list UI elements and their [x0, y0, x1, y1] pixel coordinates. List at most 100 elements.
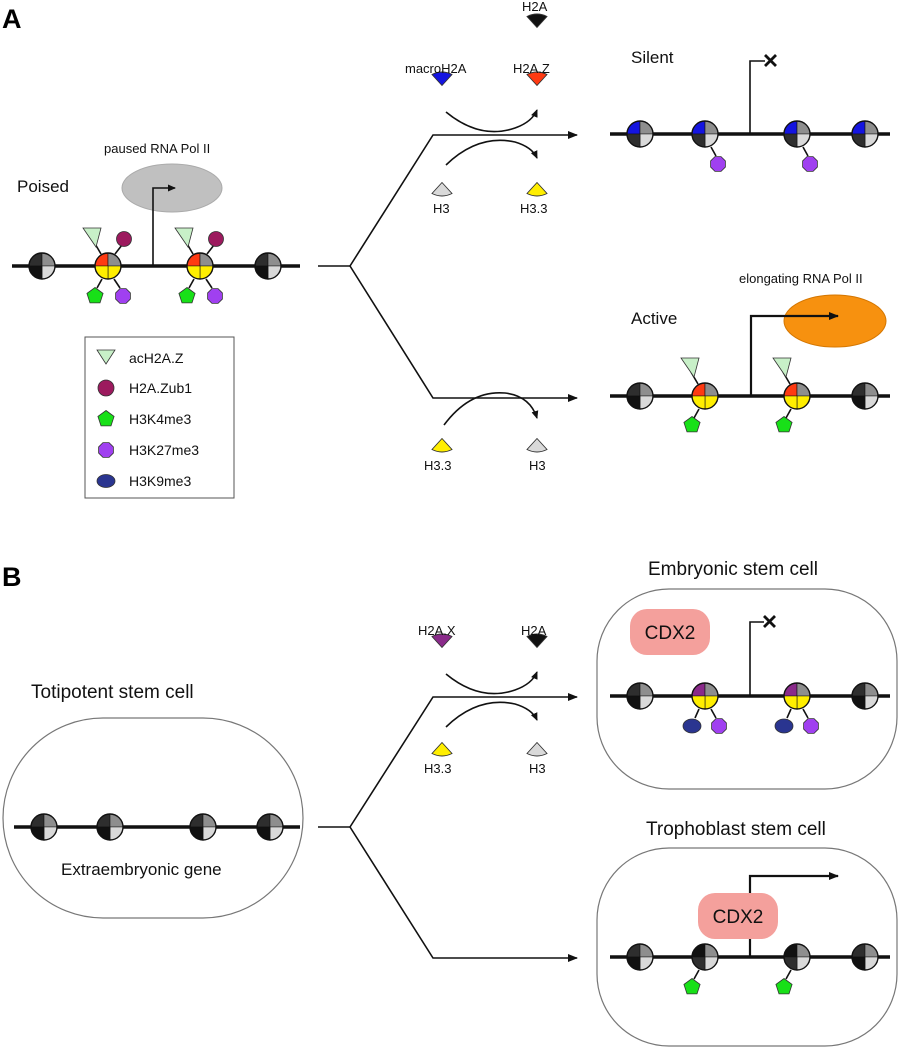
tail	[693, 969, 700, 980]
h2a-wedge	[526, 13, 548, 29]
tail	[96, 278, 103, 289]
tsc-nucleosome-4	[851, 943, 879, 971]
exchange-arc-lower	[443, 392, 539, 426]
acH2AZ-mark	[680, 357, 700, 378]
esc-tss	[749, 621, 764, 696]
active-nucleosome-3	[783, 382, 811, 410]
pentagon-shape	[86, 287, 104, 304]
pentagon-shape	[683, 978, 701, 995]
octagon-shape	[803, 718, 819, 734]
cdx2-esc-label: CDX2	[645, 623, 696, 644]
tail	[113, 278, 121, 289]
h3k27me3-mark	[711, 718, 727, 734]
nucleosome-outline	[254, 252, 282, 280]
histone-wedge	[526, 181, 548, 197]
active-nucleosome-2	[691, 382, 719, 410]
totipotent-cell	[2, 717, 304, 919]
nucleosome-outline	[186, 252, 214, 280]
octagon-shape	[207, 288, 223, 304]
legend-swatch-h3k9me3	[96, 474, 116, 488]
active-nucleosome-1	[626, 382, 654, 410]
octagon-shape	[711, 718, 727, 734]
trophoblast-stem-cell	[596, 847, 898, 1047]
h3-out-label: H3	[529, 458, 546, 473]
h2a-out-wedge	[526, 633, 548, 649]
h3k27me3-mark	[207, 288, 223, 304]
tsc-nucleosome-3	[783, 943, 811, 971]
paused-pol-label: paused RNA Pol II	[104, 141, 210, 156]
pentagon-shape	[775, 978, 793, 995]
acH2AZ-mark	[174, 227, 194, 248]
poised-nucleosome-2	[94, 252, 122, 280]
macroh2a-label: macroH2A	[405, 61, 467, 76]
h3k9me3-mark	[682, 718, 702, 734]
tail	[785, 969, 792, 980]
tsc-nucleosome-1	[626, 943, 654, 971]
h3k4me3-mark	[683, 978, 701, 995]
esc-title: Embryonic stem cell	[648, 559, 818, 580]
h3-b-wedge	[526, 741, 548, 757]
tail	[802, 708, 809, 719]
nucleosome-outline	[691, 120, 719, 148]
tail	[205, 278, 213, 289]
nucleosome-outline	[783, 382, 811, 410]
acH2AZ-mark	[772, 357, 792, 378]
histone-wedge	[431, 741, 453, 757]
legend-label-h2azub1: H2A.Zub1	[129, 380, 192, 396]
branch-to-silent	[349, 131, 578, 267]
silent-block-x-icon	[764, 54, 777, 67]
macroh2a-wedge	[431, 71, 453, 87]
nucleosome-outline	[94, 252, 122, 280]
histone-wedge	[526, 71, 548, 87]
poised-nucleosome-4	[254, 252, 282, 280]
gene-label: Extraembryonic gene	[61, 860, 222, 879]
esc-nucleosome-3	[783, 682, 811, 710]
legend-swatch-acH2AZ	[96, 349, 116, 365]
exchange-arc-top	[445, 109, 538, 133]
nucleosome-outline	[783, 120, 811, 148]
elongating-pol-label: elongating RNA Pol II	[739, 271, 863, 286]
h3k27me3-mark	[802, 156, 818, 172]
active-tss-arrow	[749, 312, 839, 396]
octagon-shape	[802, 156, 818, 172]
active-label: Active	[631, 309, 677, 328]
exchange-arc-b-bottom	[445, 701, 538, 728]
toti-nucleosome-1	[30, 813, 58, 841]
nucleosome-outline	[30, 813, 58, 841]
nucleosome-outline	[691, 943, 719, 971]
nucleosome-outline	[851, 682, 879, 710]
cdx2-esc	[630, 609, 710, 655]
h3k4me3-mark	[683, 416, 701, 433]
poised-nucleosome-3	[186, 252, 214, 280]
acH2AZ-mark	[82, 227, 102, 248]
h3-out-wedge	[526, 437, 548, 453]
nucleosome-outline	[783, 682, 811, 710]
h2a-out-label: H2A	[521, 623, 547, 638]
tsc-nucleosome-2	[691, 943, 719, 971]
tail	[694, 708, 700, 719]
h33-out-wedge	[526, 181, 548, 197]
esc-nucleosome-4	[851, 682, 879, 710]
tail	[802, 146, 809, 157]
pentagon-shape	[775, 416, 793, 433]
nucleosome-outline	[626, 382, 654, 410]
h33-b-label: H3.3	[424, 761, 451, 776]
tail	[206, 244, 215, 255]
octagon-shape	[710, 156, 726, 172]
octagon-shape	[98, 442, 114, 458]
octagon-shape	[115, 288, 131, 304]
h3k4me3-mark	[86, 287, 104, 304]
nucleosome-outline	[189, 813, 217, 841]
tail	[114, 244, 123, 255]
elongating-rna-pol-ii	[783, 294, 887, 348]
toti-nucleosome-3	[189, 813, 217, 841]
histone-wedge	[431, 181, 453, 197]
nucleosome-outline	[626, 682, 654, 710]
h33-out-label: H3.3	[520, 201, 547, 216]
tail	[693, 408, 700, 419]
nucleosome-outline	[851, 120, 879, 148]
esc-block-x-icon	[763, 615, 776, 628]
silent-label: Silent	[631, 48, 674, 67]
tail	[188, 278, 195, 289]
silent-nucleosome-4	[851, 120, 879, 148]
